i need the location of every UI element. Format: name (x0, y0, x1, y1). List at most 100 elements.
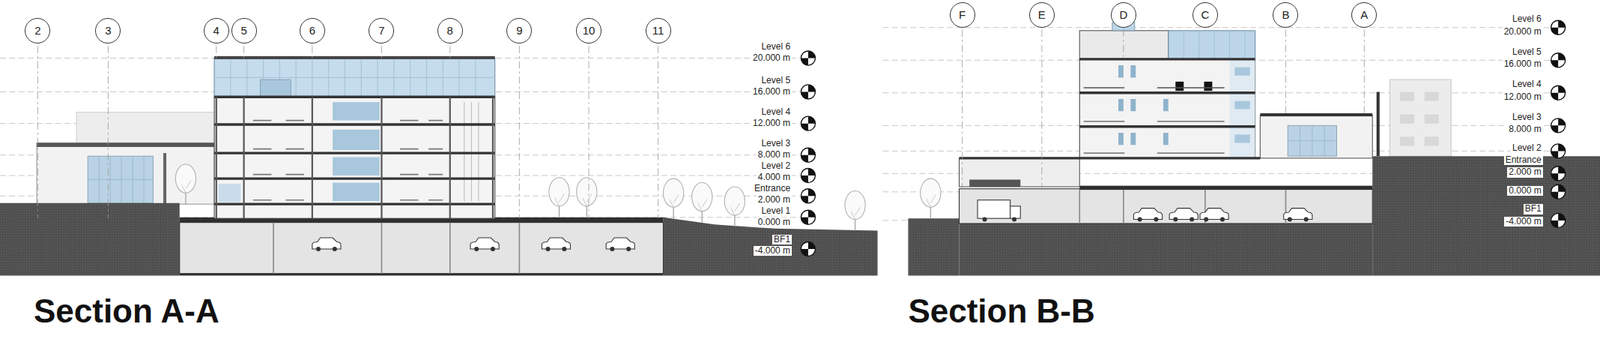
grid-bubble: 10 (576, 17, 602, 44)
level-label: 8.000 m (756, 149, 792, 160)
grid-label: 4 (213, 24, 220, 38)
grid-label: E (1038, 8, 1046, 22)
building-section (214, 58, 496, 98)
tree (175, 164, 196, 204)
basement (959, 185, 1374, 224)
grid-label: 10 (582, 24, 596, 38)
level-label: 2.000 m (1507, 167, 1543, 177)
level-marker (1551, 53, 1566, 68)
building-section (1287, 125, 1337, 156)
tree (692, 182, 713, 223)
building-section (1229, 59, 1256, 159)
ground-section (0, 202, 180, 276)
level-marker (800, 116, 815, 131)
basement (605, 237, 635, 251)
grid-label: 3 (104, 24, 111, 38)
building-section (1118, 65, 1169, 145)
tree (175, 164, 866, 230)
grid-label: B (1281, 8, 1290, 22)
building-section (253, 120, 443, 200)
background-building (87, 155, 153, 203)
level-label: 12.000 m (751, 118, 792, 129)
building-section (1203, 81, 1212, 91)
level-label: -4.000 m (1504, 216, 1543, 227)
grid-bubble: 9 (506, 17, 532, 44)
building-section (959, 158, 1081, 187)
grid-bubble: 3 (95, 17, 121, 44)
grid-label: 7 (378, 24, 385, 38)
level-label: 2.000 m (756, 194, 792, 205)
building-section (214, 58, 496, 98)
building-section (959, 22, 1380, 187)
level-label: 20.000 m (1502, 26, 1544, 37)
building-section (1234, 67, 1250, 144)
building-section (1079, 30, 1169, 60)
grid-bubble: 11 (645, 17, 672, 44)
level-marker (800, 50, 815, 257)
level-marker (800, 209, 815, 224)
grid-label: A (1360, 8, 1368, 22)
level-marker (800, 147, 815, 162)
basement (1079, 189, 1286, 224)
ground-section (907, 217, 959, 275)
grid-line (37, 29, 1365, 218)
background-building (1389, 79, 1451, 156)
basement (977, 200, 1011, 218)
basement (470, 237, 499, 251)
level-marker (800, 168, 815, 183)
grid-label: 5 (240, 24, 247, 38)
grid-bubble: 5 (231, 17, 257, 44)
background-building (163, 152, 167, 204)
background-building (36, 142, 215, 204)
level-label: Level 2 (1510, 143, 1544, 153)
section-title: Section B-B (907, 292, 1095, 331)
tree (844, 190, 866, 230)
level-label: 20.000 m (751, 53, 792, 63)
level-marker (1551, 20, 1566, 227)
ground-section (907, 155, 1600, 275)
level-label: Level 4 (1510, 79, 1544, 90)
background-building (87, 155, 153, 203)
building-section (332, 157, 380, 176)
level-label: 8.000 m (1507, 124, 1543, 135)
basement (1010, 205, 1021, 218)
grid-bubble: E (1029, 2, 1055, 28)
grid-bubble: 4 (203, 17, 230, 44)
level-label: Level 4 (759, 107, 792, 117)
building-section (1083, 87, 1225, 153)
building-section (1287, 125, 1337, 156)
level-label: 16.000 m (1502, 59, 1544, 69)
building-section (332, 182, 380, 201)
grid-line (37, 45, 658, 218)
level-label: 0.000 m (756, 217, 792, 227)
building-section (332, 129, 380, 150)
level-marker (1551, 212, 1566, 227)
basement (1133, 208, 1162, 222)
basement (959, 188, 1374, 224)
level-marker (1551, 85, 1566, 100)
grid-label: 2 (34, 24, 41, 38)
level-marker (800, 241, 815, 256)
level-marker (1551, 166, 1566, 181)
grid-line (962, 29, 1365, 190)
level-label: -4.000 m (753, 245, 792, 256)
level-marker (1551, 118, 1566, 133)
basement (1283, 208, 1313, 222)
tree (920, 178, 941, 218)
grid-label: 11 (652, 24, 665, 38)
level-label: Level 2 (759, 161, 792, 171)
building-section (214, 56, 496, 218)
basement (1200, 208, 1229, 222)
ground-section (959, 223, 1374, 275)
building-section (1168, 30, 1256, 60)
building-section (216, 96, 493, 218)
level-label: Level 5 (759, 75, 792, 86)
building-section (1079, 59, 1255, 159)
basement (982, 217, 988, 222)
tree (549, 177, 570, 218)
building-section (1376, 91, 1380, 156)
grid-bubble: F (949, 2, 976, 28)
building-section (959, 59, 1261, 159)
tree (576, 177, 598, 218)
level-marker (1551, 20, 1566, 35)
